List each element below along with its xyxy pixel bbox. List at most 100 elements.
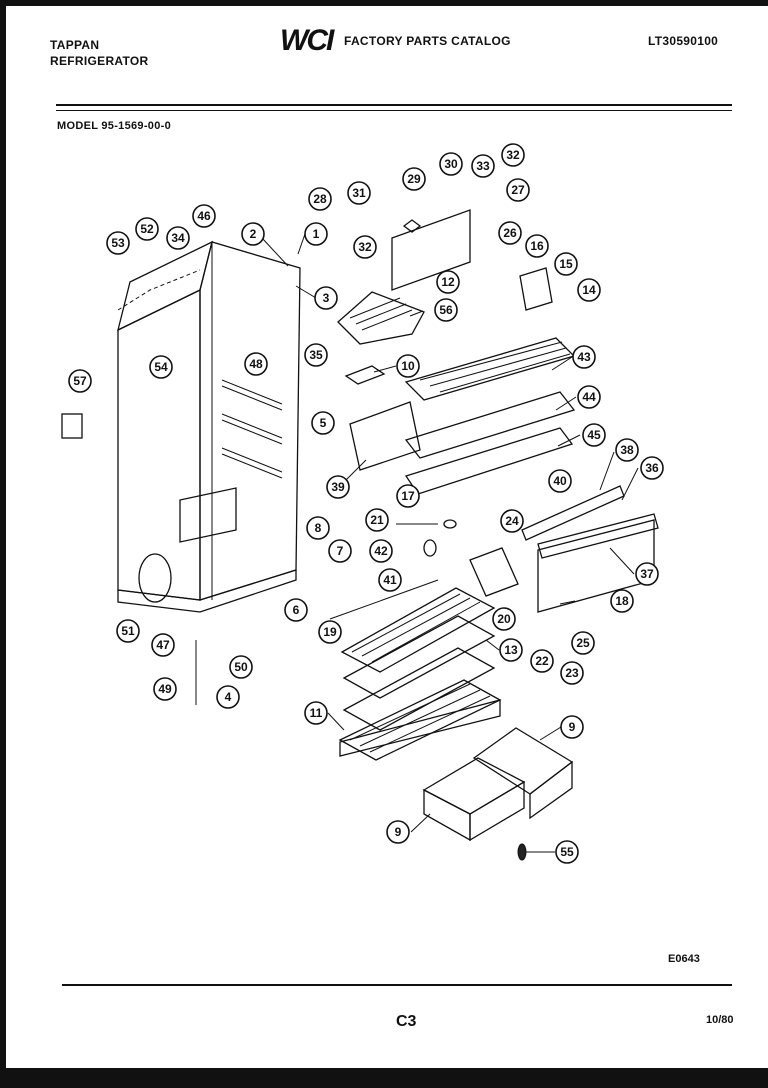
callout-52: 52 (135, 217, 159, 241)
callout-31: 31 (347, 181, 371, 205)
callout-14: 14 (577, 278, 601, 302)
svg-text:5: 5 (320, 416, 327, 430)
svg-text:23: 23 (565, 666, 579, 680)
catalog-title: FACTORY PARTS CATALOG (344, 34, 511, 48)
svg-text:13: 13 (504, 643, 518, 657)
svg-text:46: 46 (197, 209, 211, 223)
svg-text:41: 41 (383, 573, 397, 587)
callout-25: 25 (571, 631, 595, 655)
svg-text:34: 34 (171, 231, 185, 245)
svg-text:27: 27 (511, 183, 525, 197)
center-small-parts (423, 519, 519, 597)
svg-text:26: 26 (503, 226, 517, 240)
callout-19: 19 (318, 620, 342, 644)
svg-text:11: 11 (310, 706, 323, 720)
svg-text:22: 22 (535, 654, 549, 668)
callout-10: 10 (396, 354, 420, 378)
callout-18: 18 (610, 589, 634, 613)
svg-text:29: 29 (407, 172, 421, 186)
callout-27: 27 (506, 178, 530, 202)
callout-11: 11 (304, 701, 328, 725)
callout-26: 26 (498, 221, 522, 245)
svg-text:45: 45 (587, 428, 601, 442)
model-label: MODEL 95-1569-00-0 (57, 120, 172, 132)
svg-text:47: 47 (156, 638, 170, 652)
svg-text:2: 2 (250, 227, 257, 241)
callout-32-top: 32 (501, 143, 525, 167)
callout-21: 21 (365, 508, 389, 532)
svg-text:43: 43 (577, 350, 591, 364)
header-rule-top (56, 104, 732, 106)
svg-text:51: 51 (121, 624, 135, 638)
callout-22: 22 (530, 649, 554, 673)
top-border (0, 0, 768, 6)
callout-7: 7 (328, 539, 352, 563)
callout-4: 4 (216, 685, 240, 709)
svg-text:18: 18 (615, 594, 629, 608)
svg-text:38: 38 (620, 443, 634, 457)
callout-29: 29 (402, 167, 426, 191)
svg-text:44: 44 (582, 390, 596, 404)
svg-text:28: 28 (313, 192, 327, 206)
callout-50: 50 (229, 655, 253, 679)
svg-text:39: 39 (331, 480, 345, 494)
svg-text:25: 25 (576, 636, 590, 650)
callout-24: 24 (500, 509, 524, 533)
fridge-shelves (338, 587, 502, 761)
misc-small-parts (61, 413, 555, 861)
svg-text:32: 32 (358, 240, 372, 254)
svg-text:9: 9 (395, 825, 402, 839)
footer-rule (62, 984, 732, 986)
svg-text:42: 42 (374, 544, 388, 558)
callout-45: 45 (582, 423, 606, 447)
callout-53: 53 (106, 231, 130, 255)
bottom-border (0, 1068, 768, 1088)
callout-47: 47 (151, 633, 175, 657)
page-number: C3 (396, 1013, 417, 1030)
svg-text:9: 9 (569, 720, 576, 734)
svg-text:37: 37 (640, 567, 654, 581)
svg-text:30: 30 (444, 157, 458, 171)
shelf-brackets (521, 485, 659, 613)
svg-text:48: 48 (249, 357, 263, 371)
callout-16: 16 (525, 234, 549, 258)
callout-32-left: 32 (353, 235, 377, 259)
callout-44: 44 (577, 385, 601, 409)
svg-text:24: 24 (505, 514, 519, 528)
callout-17: 17 (396, 484, 420, 508)
svg-text:33: 33 (476, 159, 490, 173)
svg-text:12: 12 (441, 275, 455, 289)
svg-text:21: 21 (370, 513, 384, 527)
svg-text:8: 8 (315, 521, 322, 535)
catalog-date: 10/80 (706, 1014, 734, 1026)
svg-text:4: 4 (225, 690, 232, 704)
callout-8: 8 (306, 516, 330, 540)
callout-6: 6 (284, 598, 308, 622)
callout-49: 49 (153, 677, 177, 701)
svg-text:49: 49 (158, 682, 172, 696)
svg-text:57: 57 (73, 374, 87, 388)
svg-text:52: 52 (140, 222, 154, 236)
callout-15: 15 (554, 252, 578, 276)
callout-9-upper: 9 (560, 715, 584, 739)
callout-34: 34 (166, 226, 190, 250)
svg-text:36: 36 (645, 461, 659, 475)
callout-41: 41 (378, 568, 402, 592)
header-rule-bottom (56, 110, 732, 111)
callout-5: 5 (311, 411, 335, 435)
diagram-code: E0643 (668, 953, 700, 965)
callout-46: 46 (192, 204, 216, 228)
callout-12: 12 (436, 270, 460, 294)
svg-text:6: 6 (293, 603, 300, 617)
document-number: LT30590100 (648, 34, 719, 48)
svg-text:10: 10 (401, 359, 415, 373)
left-border (0, 0, 6, 1088)
callout-3: 3 (314, 286, 338, 310)
callout-54: 54 (149, 355, 173, 379)
svg-text:55: 55 (560, 845, 574, 859)
callout-9-lower: 9 (386, 820, 410, 844)
svg-text:50: 50 (234, 660, 248, 674)
wci-logo: WCI (280, 24, 334, 57)
callout-20: 20 (492, 607, 516, 631)
